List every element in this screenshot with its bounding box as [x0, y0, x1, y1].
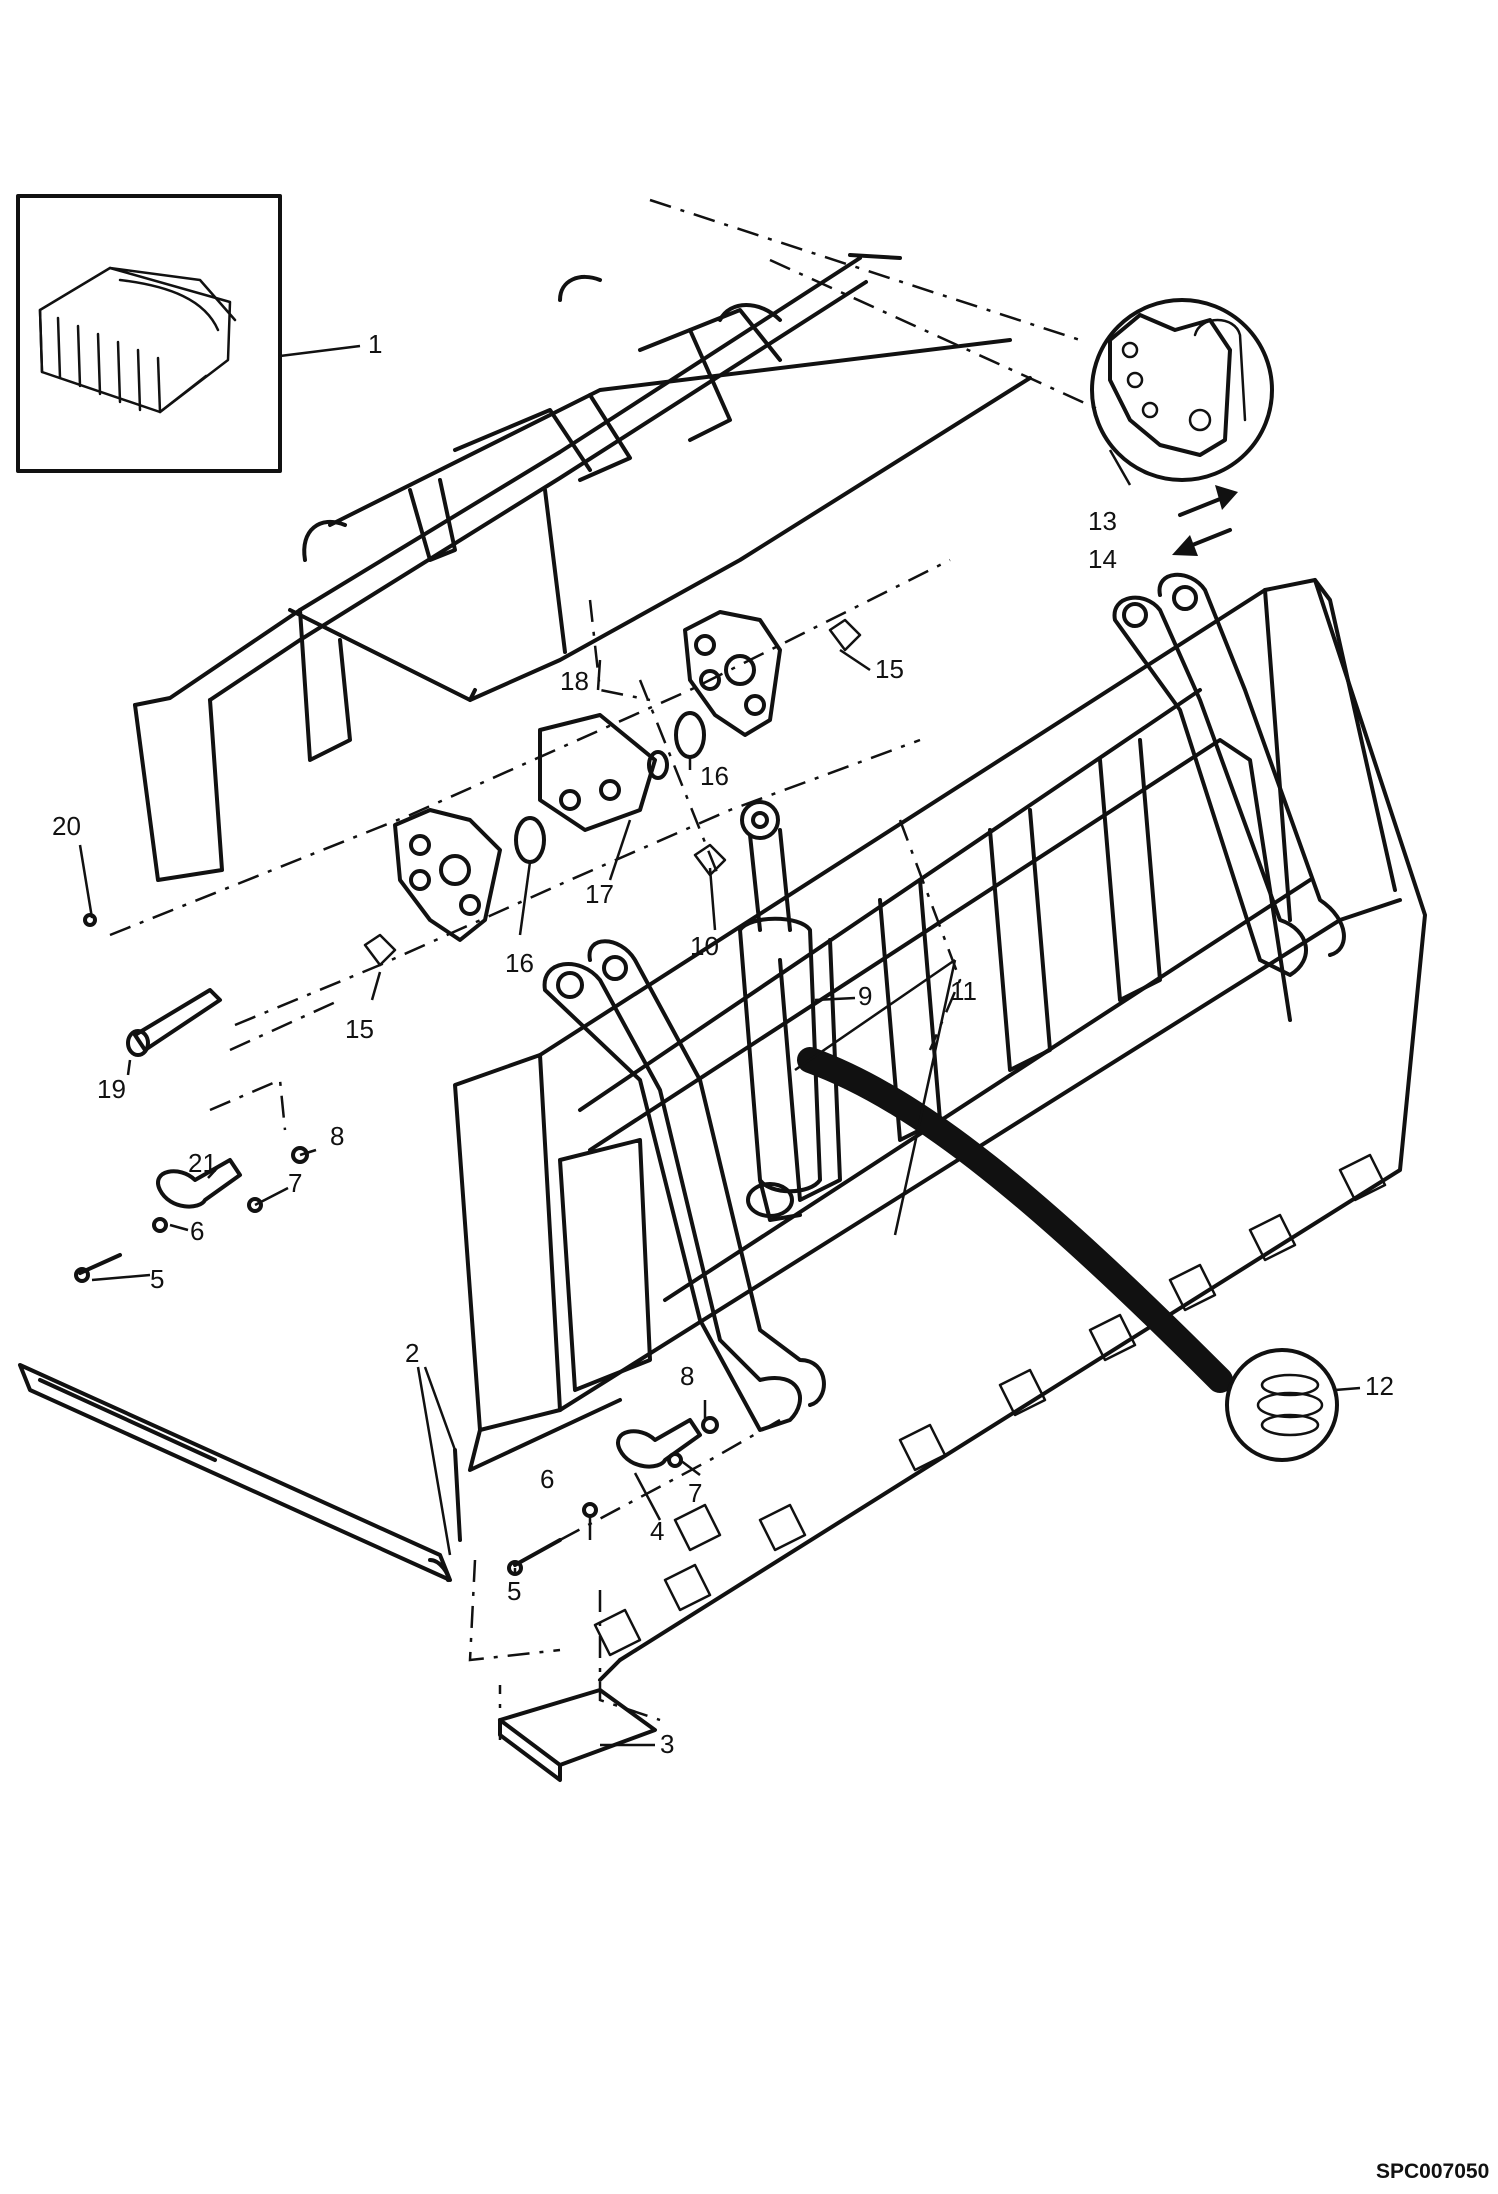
washers: [514, 711, 706, 864]
hydraulic-cylinder: [738, 800, 822, 1222]
tine: [18, 1363, 462, 1582]
teeth-row: [593, 1153, 1387, 1657]
direction-arrows: [1172, 485, 1238, 556]
quick-coupler-detail: [1090, 298, 1274, 482]
callout-6b: 6: [540, 1464, 554, 1494]
callout-12: 12: [1365, 1371, 1394, 1401]
bushings: [363, 618, 862, 967]
callout-15a: 15: [875, 654, 904, 684]
callout-15b: 15: [345, 1014, 374, 1044]
callout-2: 2: [405, 1338, 419, 1368]
leader-lines: [78, 344, 1361, 1747]
wear-plate: [498, 1688, 657, 1782]
callout-14: 14: [1088, 544, 1117, 574]
inset-overview: [16, 194, 282, 473]
link-plate: [538, 713, 657, 832]
mounting-plate-right: [1112, 572, 1346, 977]
callout-11: 11: [950, 976, 977, 1006]
callout-17: 17: [585, 879, 614, 909]
hardware-pins: [74, 913, 719, 1576]
callout-13: 13: [1088, 506, 1117, 536]
callout-16a: 16: [700, 761, 729, 791]
callout-10: 10: [690, 931, 719, 961]
callout-16b: 16: [505, 948, 534, 978]
pivot-bracket-left: [393, 808, 502, 942]
callout-21: 21: [188, 1148, 217, 1178]
callout-3: 3: [660, 1729, 674, 1759]
mounting-plate-left: [542, 939, 826, 1432]
callout-1: 1: [368, 329, 382, 359]
callout-20: 20: [52, 811, 81, 841]
callout-7a: 7: [288, 1168, 302, 1198]
callout-5a: 5: [150, 1264, 164, 1294]
callout-8a: 8: [330, 1121, 344, 1151]
hydraulic-hose: [797, 1047, 1233, 1393]
callout-labels: 1 2 3 4 5 5 6 6 7 7 8 8 9 10 11 12 13 14…: [52, 329, 1394, 1759]
bucket-frame: [453, 578, 1427, 1682]
callout-9: 9: [858, 981, 872, 1011]
callout-8b: 8: [680, 1361, 694, 1391]
callout-18: 18: [560, 666, 589, 696]
callout-19: 19: [97, 1074, 126, 1104]
callout-5b: 5: [507, 1576, 521, 1606]
pivot-bracket-right: [683, 610, 782, 737]
seal-kit: [1225, 1348, 1339, 1462]
callout-4: 4: [650, 1516, 664, 1546]
callout-7b: 7: [688, 1478, 702, 1508]
reference-code: SPC007050: [1376, 2160, 1489, 2183]
callout-6a: 6: [190, 1216, 204, 1246]
grapple-arm: [133, 253, 1032, 882]
assembly-centerlines: [109, 198, 1101, 1740]
